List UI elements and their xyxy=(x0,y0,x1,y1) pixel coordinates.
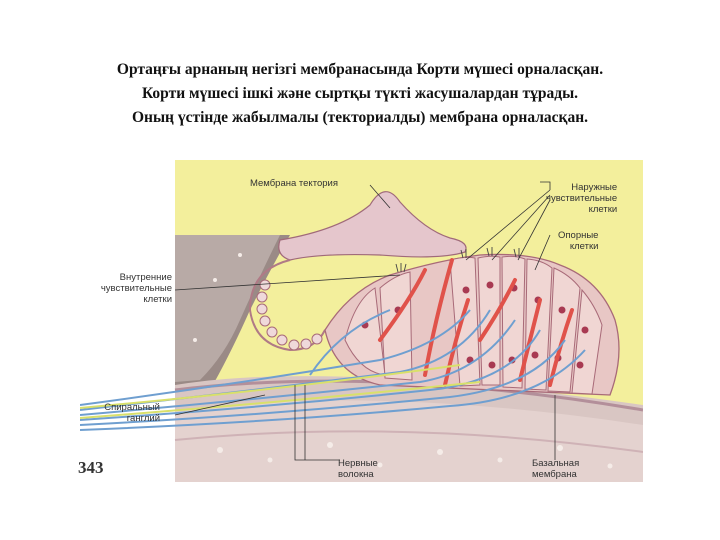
label-outer-hair-cells: Наружные чувствительные клетки xyxy=(546,182,618,215)
caption: Ортаңғы арнаның негізгі мембранасында Ко… xyxy=(0,58,720,130)
page-number: 343 xyxy=(78,458,104,477)
label-inner-hair-cells: Внутренние чувствительные клетки xyxy=(100,272,172,305)
organ-of-corti-diagram: Мембрана тектория Наружные чувствительны… xyxy=(79,160,644,482)
caption-line-2: Корти мүшесі ішкі және сыртқы түкті жасу… xyxy=(141,85,579,102)
label-spiral-ganglion: Спиральный ганглий xyxy=(104,402,160,424)
label-tectorial-membrane: Мембрана тектория xyxy=(250,178,338,189)
caption-line-3: Оның үстінде жабылмалы (текториалды) мем… xyxy=(131,109,589,126)
label-supporting-cells: Опорные клетки xyxy=(558,230,599,252)
diagram-drawing xyxy=(79,160,644,482)
label-basilar-membrane: Базальная мембрана xyxy=(532,458,580,480)
caption-line-1: Ортаңғы арнаның негізгі мембранасында Ко… xyxy=(116,61,604,78)
label-nerve-fibers: Нервные волокна xyxy=(338,458,378,480)
